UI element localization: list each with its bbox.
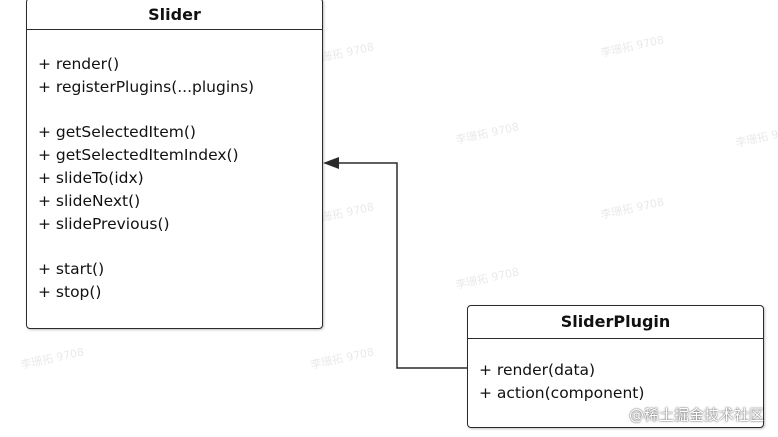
method-item: + slideNext(): [38, 192, 141, 210]
class-slider-methods: + render() + registerPlugins(...plugins)…: [27, 30, 322, 304]
attribution-watermark: @稀土掘金技术社区: [628, 406, 764, 424]
method-item: + slideTo(idx): [38, 169, 144, 187]
arrowhead-icon: [323, 157, 339, 169]
method-group: + render() + registerPlugins(...plugins): [38, 53, 322, 99]
method-item: + render(data): [479, 361, 596, 379]
method-item: + getSelectedItem(): [38, 123, 196, 141]
method-group: + start() + stop(): [38, 258, 322, 304]
class-slider-plugin-methods: + render(data) + action(component): [468, 339, 763, 405]
association-line: [338, 162, 467, 369]
method-item: + getSelectedItemIndex(): [38, 146, 239, 164]
method-item: + stop(): [38, 283, 102, 301]
method-item: + slidePrevious(): [38, 215, 170, 233]
method-item: + start(): [38, 260, 105, 278]
class-slider-plugin-title: SliderPlugin: [468, 306, 763, 339]
method-item: + render(): [38, 55, 120, 73]
class-slider-title: Slider: [27, 0, 322, 30]
class-slider[interactable]: Slider + render() + registerPlugins(...p…: [26, 0, 323, 329]
method-item: + action(component): [479, 384, 645, 402]
method-item: + registerPlugins(...plugins): [38, 78, 255, 96]
method-group: + getSelectedItem() + getSelectedItemInd…: [38, 121, 322, 236]
class-slider-plugin[interactable]: SliderPlugin + render(data) + action(com…: [467, 305, 764, 428]
